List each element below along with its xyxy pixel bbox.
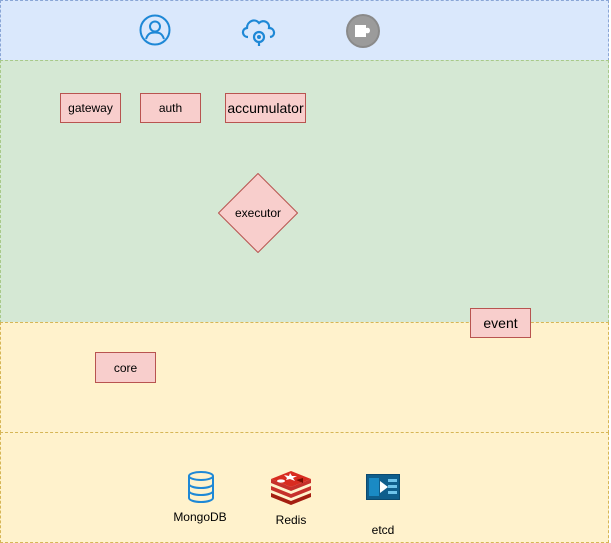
executor-diamond[interactable]: executor [218, 173, 298, 253]
executor-label: executor [234, 206, 282, 220]
top-layer-band [0, 0, 609, 61]
etcd-icon[interactable] [366, 474, 400, 505]
cloud-icon[interactable] [239, 15, 277, 52]
storage-layer-band [0, 432, 609, 543]
puzzle-icon[interactable] [344, 13, 382, 54]
mongodb-label: MongoDB [173, 510, 227, 524]
user-icon[interactable] [139, 14, 171, 51]
event-box[interactable]: event [470, 308, 531, 338]
redis-icon[interactable] [269, 467, 313, 510]
gateway-box[interactable]: gateway [60, 93, 121, 123]
core-box[interactable]: core [95, 352, 156, 383]
core-layer-band [0, 322, 609, 433]
etcd-label: etcd [371, 523, 395, 537]
accumulator-box[interactable]: accumulator [225, 93, 306, 123]
auth-box[interactable]: auth [140, 93, 201, 123]
mongodb-icon[interactable] [186, 471, 216, 508]
redis-label: Redis [275, 513, 307, 527]
